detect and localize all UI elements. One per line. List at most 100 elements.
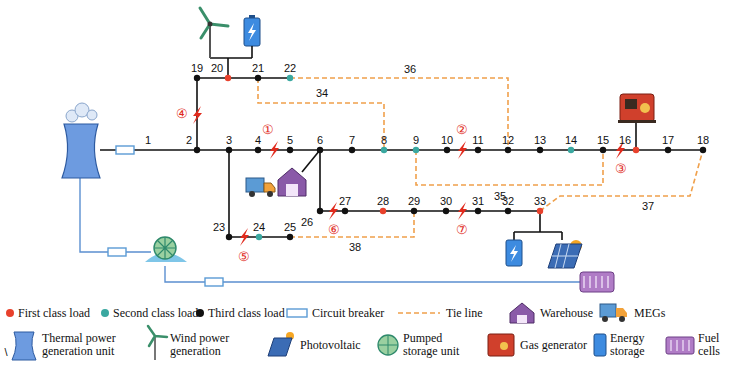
legend-text: Wind power generation bbox=[170, 332, 252, 358]
legend-swatch bbox=[101, 309, 109, 317]
bus-dot bbox=[194, 147, 200, 153]
bus-number: 7 bbox=[349, 135, 355, 146]
bus-number: 28 bbox=[377, 196, 389, 207]
fault-number: ③ bbox=[615, 162, 627, 175]
bus-number: 6 bbox=[317, 135, 323, 146]
fault-number: ② bbox=[456, 123, 468, 136]
thermal-unit bbox=[62, 103, 100, 178]
bus-number: 5 bbox=[287, 135, 293, 146]
bus-dot bbox=[255, 75, 261, 81]
bus-dot bbox=[475, 208, 481, 214]
legend-text: Warehouse bbox=[540, 307, 593, 320]
bus-dot bbox=[287, 75, 293, 81]
fault-number: ⑤ bbox=[238, 250, 250, 263]
bus-number: 30 bbox=[440, 196, 452, 207]
wind-turbine bbox=[200, 8, 228, 58]
legend-text: First class load bbox=[18, 307, 90, 320]
tie-line-number: 35 bbox=[494, 191, 506, 202]
bus-dot bbox=[255, 147, 261, 153]
bus-dot bbox=[537, 147, 543, 153]
bus-dot bbox=[226, 147, 232, 153]
fault-symbol bbox=[193, 106, 202, 124]
bus-number: 18 bbox=[697, 135, 709, 146]
bus-dot bbox=[380, 208, 386, 214]
tie-line-number: 37 bbox=[642, 201, 654, 212]
bus-number: 21 bbox=[252, 63, 264, 74]
warehouse bbox=[278, 168, 306, 196]
bus-number: 22 bbox=[284, 63, 296, 74]
bus-dots bbox=[194, 75, 706, 240]
bus-number: 17 bbox=[662, 135, 674, 146]
bus-number: 11 bbox=[472, 135, 483, 146]
fault-number: ⑥ bbox=[328, 223, 340, 236]
tie-line-number: 34 bbox=[316, 88, 328, 99]
bus-number: 33 bbox=[534, 196, 546, 207]
bus-dot bbox=[505, 208, 511, 214]
fault-number: ⑦ bbox=[456, 223, 468, 236]
fault-number: ④ bbox=[176, 107, 188, 120]
stray-mark: \ bbox=[4, 347, 7, 358]
bus-dot bbox=[381, 147, 387, 153]
tie-line-number: 38 bbox=[349, 242, 361, 253]
legend-text: Pumped storage unit bbox=[403, 332, 475, 358]
meg-truck bbox=[246, 178, 275, 197]
bus-dot bbox=[600, 147, 606, 153]
legend-swatch bbox=[196, 309, 204, 317]
bus-number: 20 bbox=[211, 63, 223, 74]
bus-dot bbox=[342, 208, 348, 214]
legend-text: Energy storage bbox=[610, 332, 662, 358]
bus-number: 9 bbox=[413, 135, 419, 146]
bus-number: 4 bbox=[255, 135, 261, 146]
bus-dot bbox=[287, 147, 293, 153]
bus-dot bbox=[568, 147, 574, 153]
fuel-cells bbox=[580, 272, 614, 292]
bus-number: 13 bbox=[534, 135, 546, 146]
bus-dot bbox=[411, 208, 417, 214]
circuit-breakers bbox=[108, 146, 223, 286]
bus-dot bbox=[194, 75, 200, 81]
legend-text: Tie line bbox=[446, 307, 483, 320]
bus-number: 31 bbox=[472, 196, 484, 207]
bus-dot bbox=[665, 147, 671, 153]
gas-generator bbox=[618, 94, 656, 123]
energy-storage bbox=[244, 15, 260, 58]
fault-symbol bbox=[329, 202, 338, 220]
bus-dot bbox=[633, 147, 639, 153]
legend-swatch bbox=[6, 309, 14, 317]
bus-number: 15 bbox=[597, 135, 609, 146]
fault-number: ① bbox=[262, 123, 274, 136]
bus-number: 16 bbox=[619, 135, 631, 146]
fault-symbol bbox=[458, 141, 467, 159]
bus-dot bbox=[349, 147, 355, 153]
bus-number: 25 bbox=[284, 222, 296, 233]
bus-dot bbox=[413, 147, 419, 153]
tie-line-number: 36 bbox=[404, 64, 416, 75]
legend-text: Thermal power generation unit bbox=[42, 332, 137, 358]
legend-text: Photovoltaic bbox=[300, 339, 361, 352]
legend-icons bbox=[12, 303, 694, 360]
energy-storage bbox=[506, 240, 522, 266]
bus-number: 1 bbox=[145, 135, 151, 146]
bus-dot bbox=[475, 147, 481, 153]
bus-dot bbox=[317, 147, 323, 153]
bus-dot bbox=[505, 147, 511, 153]
tie-lines bbox=[258, 78, 703, 237]
pumped-storage bbox=[145, 237, 187, 262]
legend-text: Second class load bbox=[113, 307, 198, 320]
legend-text: Circuit breaker bbox=[312, 307, 384, 320]
bus-dot bbox=[443, 208, 449, 214]
bus-number: 24 bbox=[253, 222, 265, 233]
legend-text: Gas generator bbox=[520, 339, 587, 352]
bus-number: 10 bbox=[441, 135, 453, 146]
bus-number: 19 bbox=[191, 63, 203, 74]
bus-dot bbox=[537, 208, 543, 214]
bus-number: 29 bbox=[408, 196, 420, 207]
fault-marks bbox=[193, 106, 625, 246]
bus-dot bbox=[256, 234, 262, 240]
bus-number: 2 bbox=[186, 135, 192, 146]
bus-number: 12 bbox=[502, 135, 514, 146]
legend-text: MEGs bbox=[634, 307, 665, 320]
bus-number: 27 bbox=[339, 196, 351, 207]
photovoltaic bbox=[548, 240, 582, 268]
